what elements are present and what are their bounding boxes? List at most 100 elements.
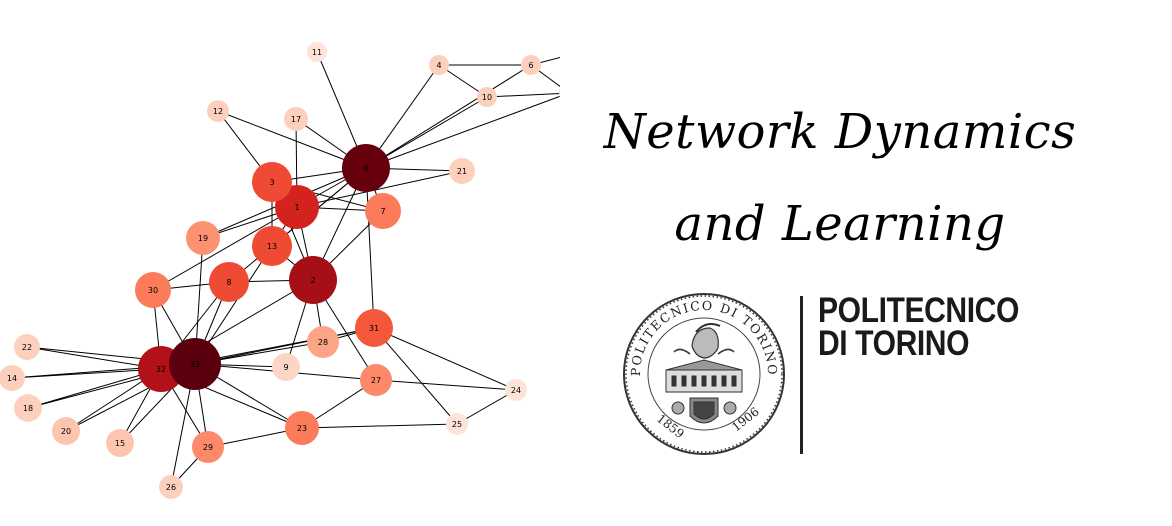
node-label-6: 6 [528, 61, 533, 70]
node-circle-18 [14, 394, 42, 422]
edge-1-21 [296, 170, 463, 208]
node-31: 31 [355, 309, 393, 347]
edge-0-31 [365, 167, 375, 329]
seal-shield-icon [671, 397, 737, 424]
node-circle-8 [209, 262, 249, 302]
node-8: 8 [209, 262, 249, 302]
node-circle-5 [559, 88, 560, 98]
node-4: 4 [429, 55, 449, 75]
university-seal: POLITECNICO DI TORINO 1859 1906 [623, 293, 785, 455]
node-circle-12 [207, 100, 229, 122]
node-2: 2 [289, 256, 337, 304]
title-line-2: and Learning [674, 196, 1006, 252]
node-11: 11 [307, 42, 327, 62]
edge-0-6 [365, 64, 532, 169]
node-3: 3 [252, 162, 292, 202]
node-circle-6 [521, 55, 541, 75]
node-circle-0 [342, 144, 390, 192]
node-label-26: 26 [166, 483, 176, 492]
node-33: 33 [169, 338, 221, 390]
brand-divider [800, 296, 803, 454]
node-24: 24 [505, 379, 527, 401]
node-10: 10 [477, 87, 497, 107]
node-label-21: 21 [457, 167, 467, 176]
node-label-9: 9 [283, 363, 288, 372]
edge-24-25 [456, 389, 517, 425]
edge-18-32 [27, 368, 162, 409]
node-label-4: 4 [436, 61, 441, 70]
node-13: 13 [252, 226, 292, 266]
node-circle-14 [0, 365, 25, 391]
edge-25-31 [373, 327, 458, 425]
node-label-27: 27 [371, 376, 381, 385]
university-name-line-1: POLITECNICO [818, 291, 1019, 330]
node-5: 5 [559, 88, 560, 98]
edge-31-33 [194, 327, 375, 365]
node-label-32: 32 [156, 365, 166, 374]
node-label-23: 23 [297, 424, 307, 433]
edge-6-16 [530, 57, 560, 66]
edge-0-5 [365, 95, 560, 169]
edge-23-25 [301, 423, 458, 429]
node-label-17: 17 [291, 115, 301, 124]
edge-5-10 [486, 92, 560, 98]
node-22: 22 [14, 334, 40, 360]
edge-24-31 [373, 327, 517, 391]
node-circle-25 [446, 413, 468, 435]
node-12: 12 [207, 100, 229, 122]
node-14: 14 [0, 365, 25, 391]
node-label-24: 24 [511, 386, 521, 395]
node-label-25: 25 [452, 420, 462, 429]
node-circle-10 [477, 87, 497, 107]
edge-24-27 [375, 379, 517, 391]
graph-nodes: 0123456789101112131415161718192021222324… [0, 42, 560, 499]
node-9: 9 [272, 353, 300, 381]
node-circle-28 [307, 326, 339, 358]
node-19: 19 [186, 221, 220, 255]
node-label-11: 11 [312, 48, 322, 57]
node-circle-33 [169, 338, 221, 390]
node-label-30: 30 [148, 286, 158, 295]
node-label-28: 28 [318, 338, 328, 347]
node-circle-2 [289, 256, 337, 304]
node-label-8: 8 [226, 278, 231, 287]
node-label-10: 10 [482, 93, 492, 102]
node-circle-17 [284, 107, 308, 131]
seal-helmet-head [673, 323, 735, 359]
university-name-line-2: DI TORINO [818, 324, 970, 363]
node-17: 17 [284, 107, 308, 131]
node-circle-15 [106, 429, 134, 457]
node-circle-30 [135, 272, 171, 308]
node-label-22: 22 [22, 343, 32, 352]
network-graph: 0123456789101112131415161718192021222324… [0, 42, 560, 499]
node-circle-27 [360, 364, 392, 396]
node-circle-24 [505, 379, 527, 401]
node-6: 6 [521, 55, 541, 75]
node-21: 21 [449, 158, 475, 184]
node-label-29: 29 [203, 443, 213, 452]
node-30: 30 [135, 272, 171, 308]
node-circle-23 [285, 411, 319, 445]
node-circle-31 [355, 309, 393, 347]
node-29: 29 [192, 431, 224, 463]
node-20: 20 [52, 417, 80, 445]
node-label-2: 2 [310, 276, 315, 285]
node-28: 28 [307, 326, 339, 358]
node-25: 25 [446, 413, 468, 435]
node-15: 15 [106, 429, 134, 457]
edge-1-30 [152, 206, 298, 291]
node-26: 26 [159, 475, 183, 499]
node-circle-21 [449, 158, 475, 184]
node-7: 7 [365, 193, 401, 229]
node-circle-19 [186, 221, 220, 255]
node-circle-22 [14, 334, 40, 360]
node-label-33: 33 [190, 360, 200, 369]
node-18: 18 [14, 394, 42, 422]
node-label-12: 12 [213, 107, 223, 116]
node-label-18: 18 [23, 404, 33, 413]
seal-building [665, 359, 743, 393]
node-label-0: 0 [363, 164, 368, 173]
node-circle-4 [429, 55, 449, 75]
node-label-14: 14 [7, 374, 17, 383]
node-label-3: 3 [269, 178, 274, 187]
